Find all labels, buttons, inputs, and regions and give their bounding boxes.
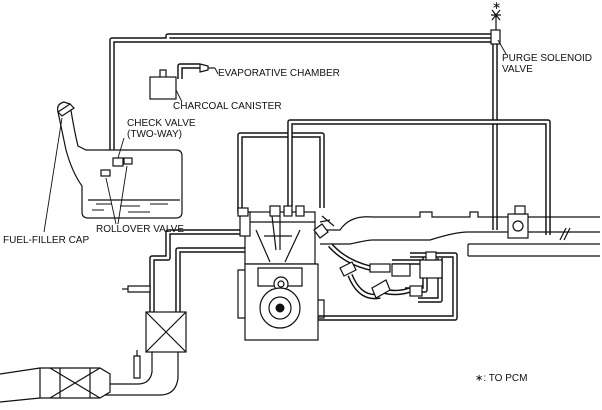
check-valve-label: CHECK VALVE [127,118,196,129]
charcoal-canister-label: CHARCOAL CANISTER [173,101,282,112]
charcoal-canister [149,69,177,100]
fuel-filler-cap-label: FUEL-FILLER CAP [3,235,90,246]
engine [237,205,335,341]
leader-lines [43,39,507,233]
exhaust-pipe [0,352,179,403]
pcm-symbol: ∗ [492,0,502,12]
purge-solenoid-label: PURGE SOLENOID [502,53,593,64]
purge-solenoid-valve-label: VALVE [502,64,533,75]
evaporative-chamber-label: EVAPORATIVE CHAMBER [218,68,340,79]
evaporative-chamber [199,63,215,73]
oxygen-sensors [122,285,151,379]
pcm-legend: ∗: TO PCM [475,373,528,384]
intake-duct [320,211,600,257]
catalytic-converter [39,367,111,399]
upper-catalyst [145,311,187,353]
check-valve-type-label: (TWO-WAY) [127,129,182,140]
intake-parts [313,205,529,299]
purge-solenoid-valve [490,9,501,45]
rollover-valve-label: ROLLOVER VALVE [96,224,184,235]
evap-purge-tubes [109,33,498,155]
